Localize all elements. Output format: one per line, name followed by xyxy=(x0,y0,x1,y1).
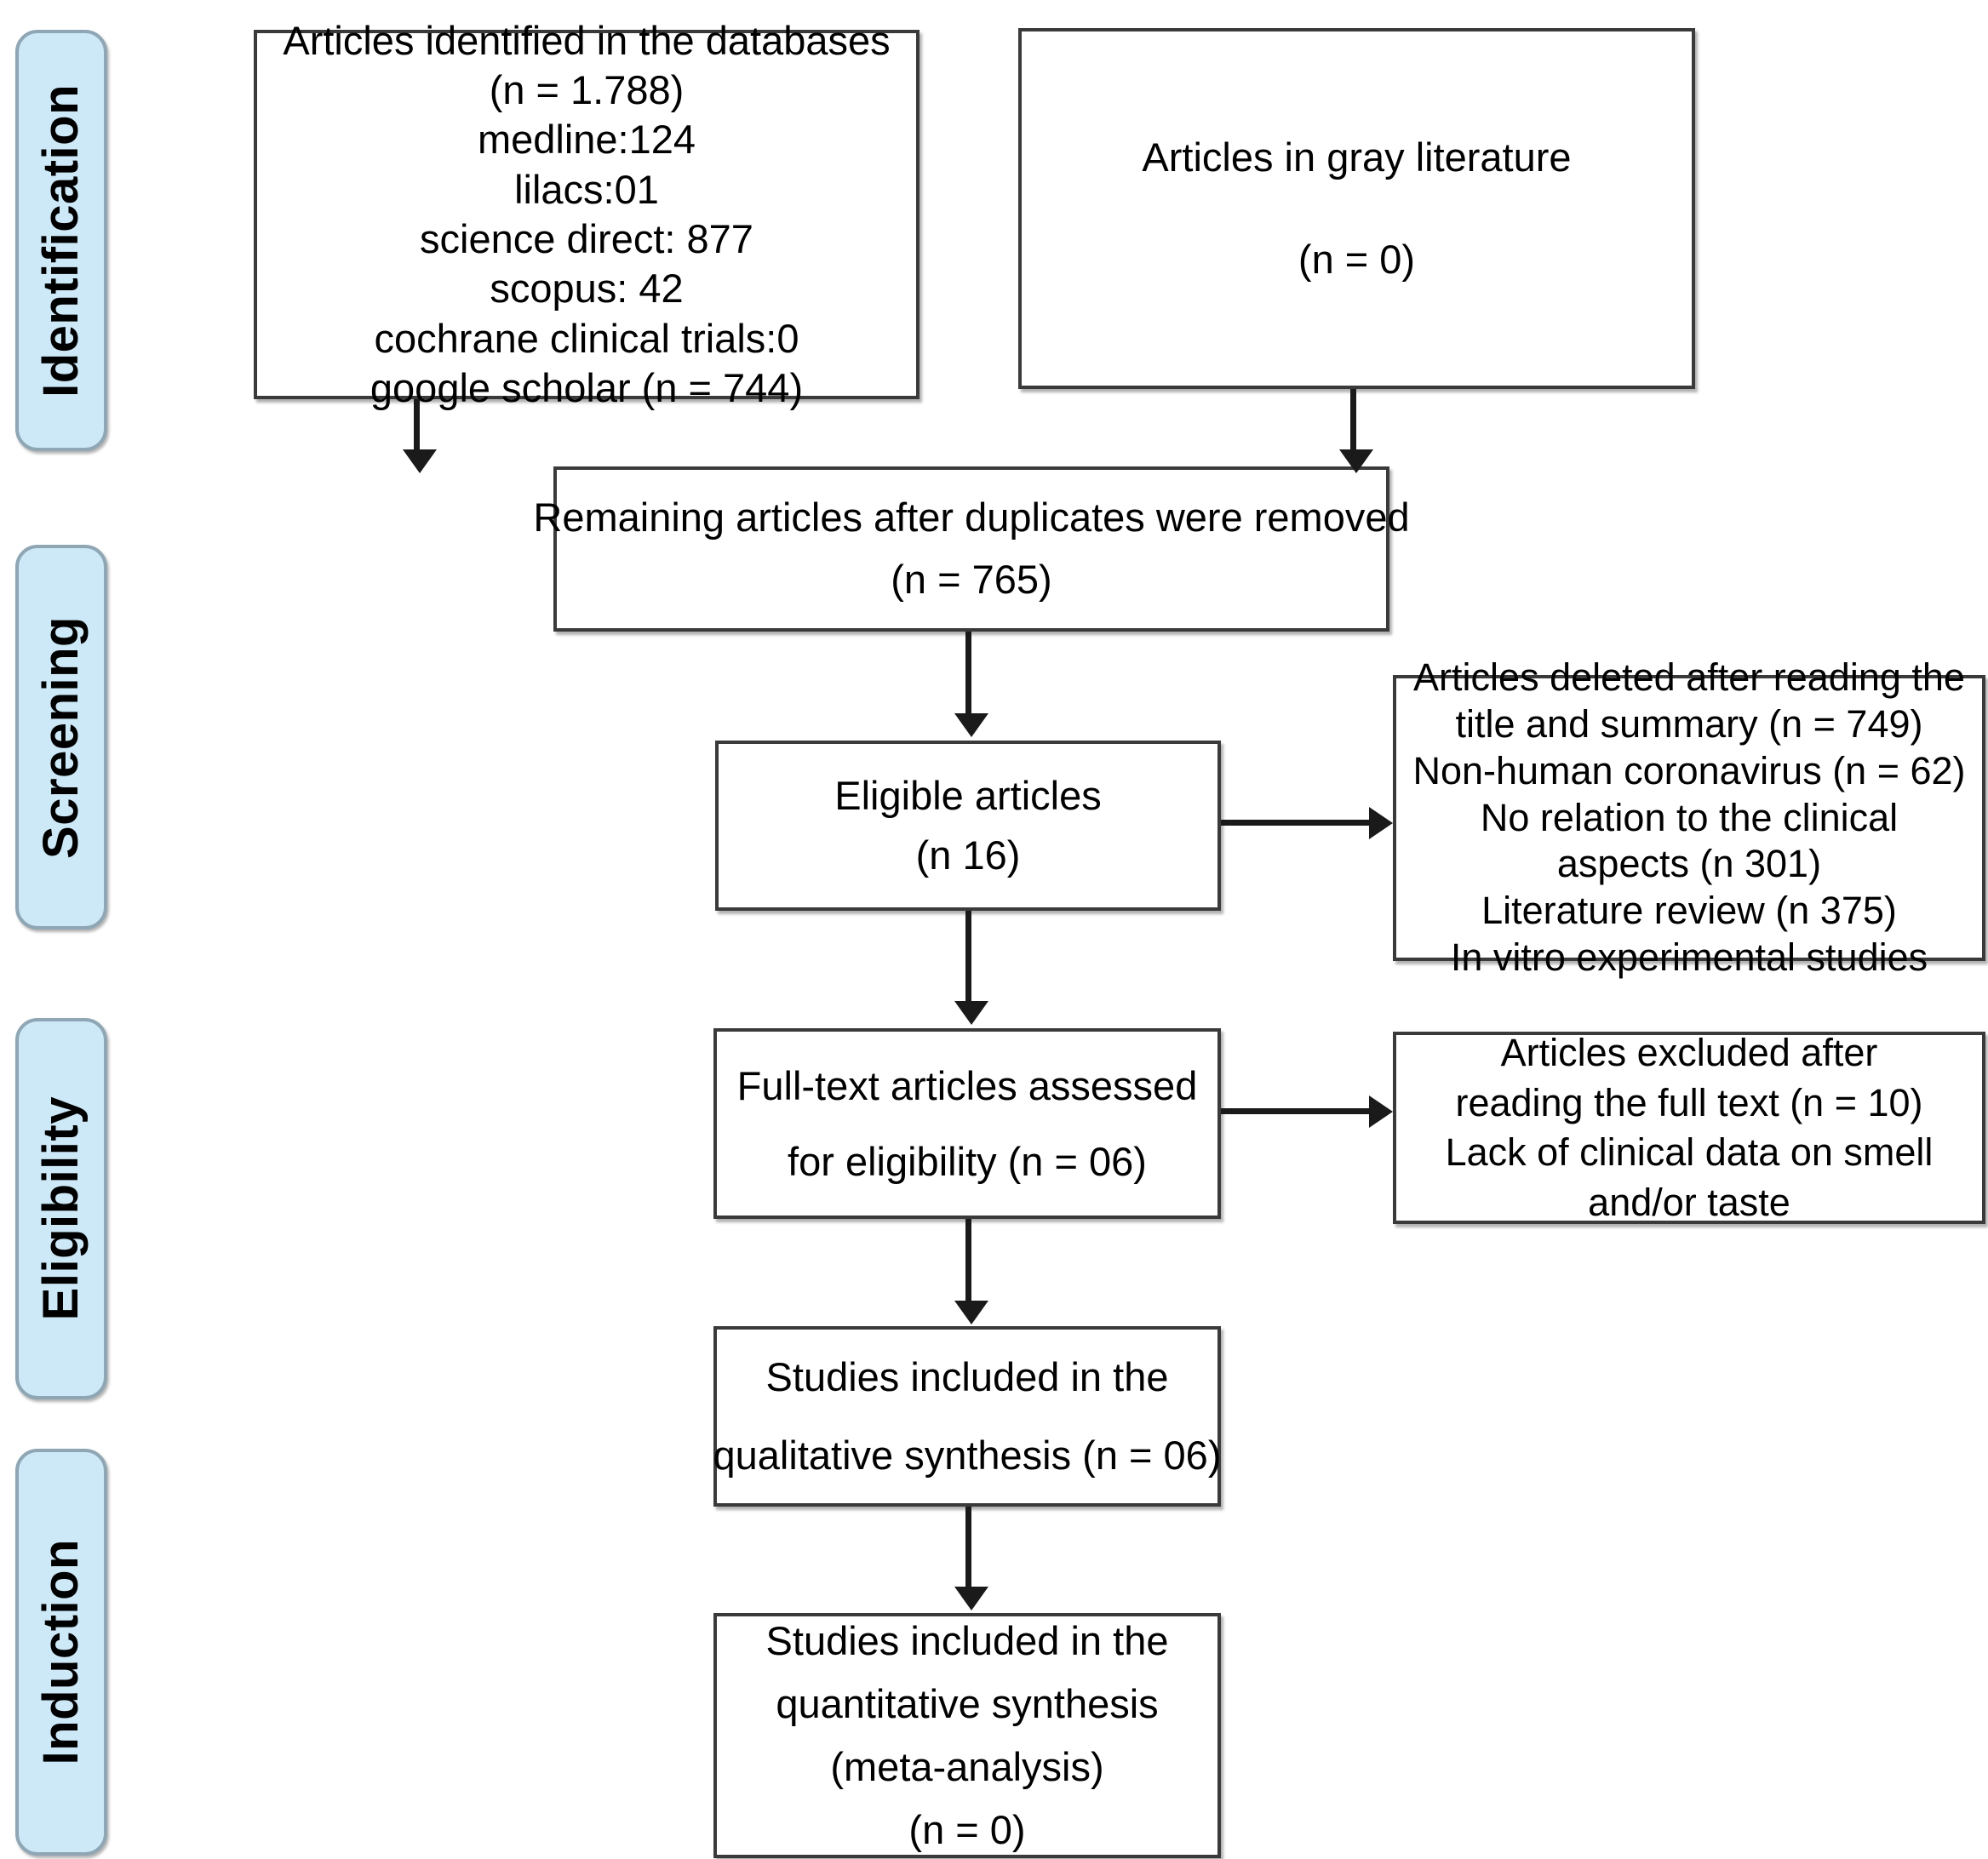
box-line: Literature review (n 375) xyxy=(1481,889,1897,933)
connector-fulltext-to-qualitative xyxy=(965,1219,971,1304)
connector-qualitative-to-quantitative xyxy=(965,1507,971,1590)
connector-remaining-to-eligible xyxy=(965,632,971,715)
stage-label-screening: Screening xyxy=(33,615,89,859)
connector-fulltext-to-excluded xyxy=(1221,1108,1372,1114)
box-line: Studies included in the xyxy=(765,1354,1169,1400)
box-fulltext-articles-assessed: Full-text articles assessed for eligibil… xyxy=(713,1028,1221,1219)
box-articles-deleted-title-summary: Articles deleted after reading the title… xyxy=(1393,655,1985,979)
stage-label-eligibility: Eligibility xyxy=(33,1096,89,1321)
box-studies-qualitative-synthesis: Studies included in the qualitative synt… xyxy=(713,1326,1221,1507)
box-line: (n = 0) xyxy=(1298,237,1416,282)
box-line: science direct: 877 xyxy=(420,216,753,261)
box-line: Articles excluded after xyxy=(1500,1031,1878,1074)
connector-databases-to-remaining xyxy=(414,399,420,457)
box-line: lilacs:01 xyxy=(514,166,659,212)
arrow-down-icon xyxy=(954,1587,988,1610)
box-line: qualitative synthesis (n = 06) xyxy=(713,1433,1222,1478)
box-line: reading the full text (n = 10) xyxy=(1455,1080,1923,1124)
box-line: medline:124 xyxy=(477,117,696,163)
box-line: Lack of clinical data on smell xyxy=(1445,1130,1934,1174)
stage-pill-identification: Identification xyxy=(15,30,107,451)
box-line: google scholar (n = 744) xyxy=(370,364,804,410)
connector-eligible-to-excluded xyxy=(1221,820,1372,826)
box-line: Studies included in the xyxy=(765,1617,1169,1663)
box-line: (n = 1.788) xyxy=(489,67,685,113)
arrow-down-icon xyxy=(954,1001,988,1025)
box-articles-excluded-full-text: Articles excluded after reading the full… xyxy=(1393,1031,1985,1224)
connector-eligible-to-fulltext xyxy=(965,911,971,1004)
box-line: (n = 765) xyxy=(891,557,1052,602)
stage-label-identification: Identification xyxy=(33,83,89,398)
arrow-down-icon xyxy=(403,449,437,473)
box-eligible-articles: Eligible articles (n 16) xyxy=(715,741,1221,911)
box-line: Eligible articles xyxy=(834,772,1102,818)
box-line: quantitative synthesis xyxy=(776,1680,1159,1726)
box-line: (n 16) xyxy=(915,832,1021,878)
box-line: In vitro experimental studies xyxy=(1450,935,1928,980)
arrow-down-icon xyxy=(954,713,988,737)
stage-pill-eligibility: Eligibility xyxy=(15,1018,107,1399)
box-line: cochrane clinical trials:0 xyxy=(374,315,799,361)
box-line: Full-text articles assessed xyxy=(736,1062,1198,1108)
box-line: aspects (n 301) xyxy=(1556,842,1822,886)
connector-gray-literature-to-remaining xyxy=(1350,389,1356,457)
arrow-right-icon xyxy=(1369,1095,1393,1128)
stage-pill-screening: Screening xyxy=(15,545,107,930)
box-line: Remaining articles after duplicates were… xyxy=(533,495,1410,541)
box-line: Articles deleted after reading the xyxy=(1413,655,1965,699)
box-line: (meta-analysis) xyxy=(830,1744,1104,1789)
box-line: and/or taste xyxy=(1588,1180,1790,1224)
box-line: No relation to the clinical xyxy=(1480,795,1899,839)
arrow-down-icon xyxy=(954,1301,988,1324)
box-line: (n = 0) xyxy=(908,1807,1026,1853)
box-remaining-after-duplicates: Remaining articles after duplicates were… xyxy=(533,466,1410,632)
arrow-down-icon xyxy=(1339,449,1373,473)
box-articles-gray-literature: Articles in gray literature (n = 0) xyxy=(1018,28,1695,389)
box-line: for eligibility (n = 06) xyxy=(788,1139,1147,1184)
box-articles-identified-databases: Articles identified in the databases (n … xyxy=(254,18,920,410)
arrow-right-icon xyxy=(1369,807,1393,839)
box-line: Non-human coronavirus (n = 62) xyxy=(1412,748,1966,792)
stage-label-induction: Induction xyxy=(33,1539,89,1765)
box-line: Articles in gray literature xyxy=(1142,134,1572,180)
box-line: Articles identified in the databases xyxy=(283,17,891,63)
box-studies-quantitative-synthesis: Studies included in the quantitative syn… xyxy=(713,1613,1221,1858)
box-line: title and summary (n = 749) xyxy=(1455,701,1923,746)
stage-pill-induction: Induction xyxy=(15,1449,107,1856)
box-line: scopus: 42 xyxy=(490,266,684,312)
